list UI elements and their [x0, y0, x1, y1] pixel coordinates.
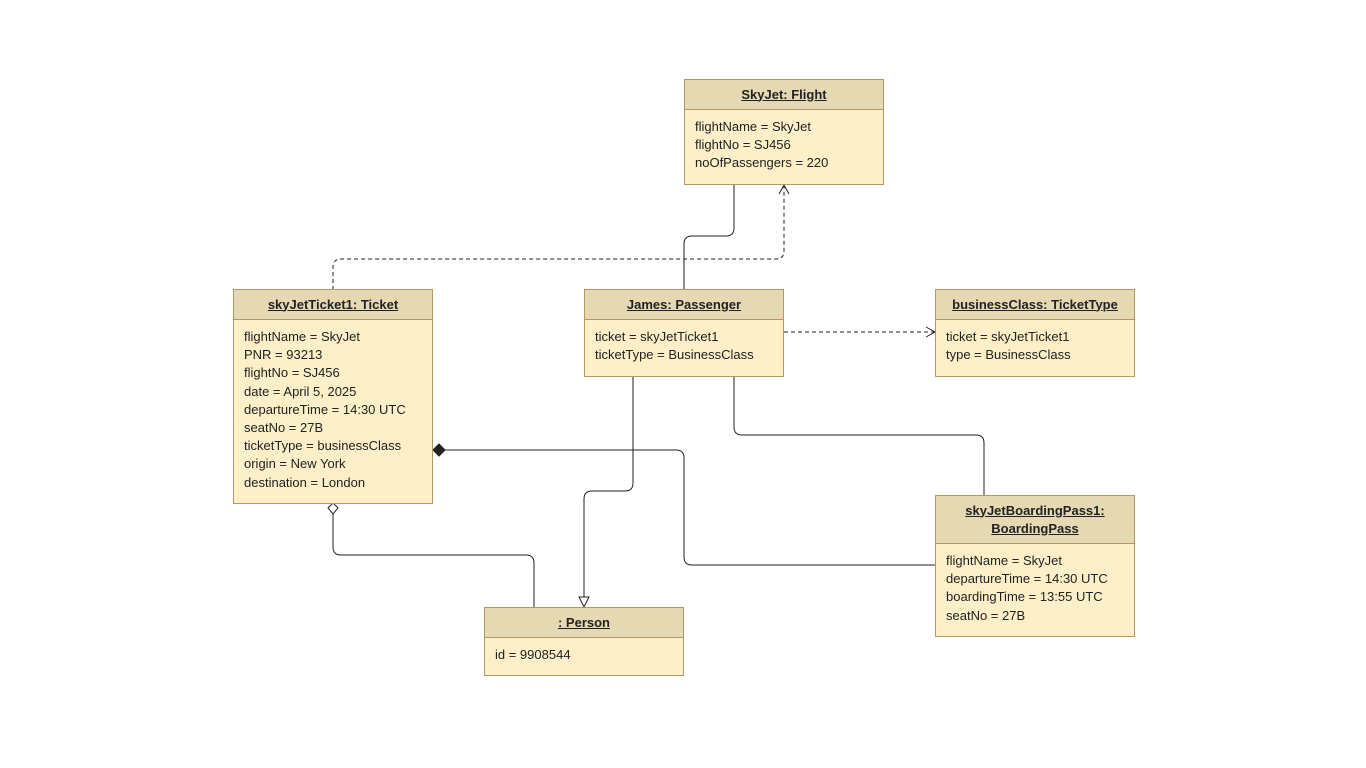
object-ticket-title: skyJetTicket1: Ticket — [267, 296, 399, 312]
attribute: flightName = SkyJet — [695, 119, 811, 134]
object-flight-attributes: flightName = SkyJet flightNo = SJ456 noO… — [685, 110, 883, 181]
attribute: seatNo = 27B — [946, 607, 1026, 623]
object-boardingpass-title-line1: skyJetBoardingPass1: — [965, 502, 1105, 518]
object-boardingpass-title-line2: BoardingPass — [991, 520, 1079, 536]
generalization-passenger-person — [583, 377, 634, 597]
generalization-arrowhead — [578, 596, 590, 609]
attribute: seatNo = 27B — [244, 420, 324, 436]
object-person-header: : Person — [485, 608, 683, 638]
attribute: noOfPassengers = 220 — [695, 155, 829, 171]
attribute: flightNo = SJ456 — [244, 365, 340, 381]
attribute: ticket = skyJetTicket1 — [595, 329, 719, 344]
attribute: boardingTime = 13:55 UTC — [946, 589, 1103, 605]
object-passenger-header: James: Passenger — [585, 290, 783, 320]
object-person[interactable]: : Person id = 9908544 — [484, 607, 684, 676]
attribute: ticket = skyJetTicket1 — [946, 329, 1070, 344]
attribute: destination = London — [244, 474, 366, 490]
attribute: departureTime = 14:30 UTC — [244, 401, 406, 417]
attribute: flightNo = SJ456 — [695, 137, 791, 153]
association-flight-passenger — [683, 185, 735, 290]
composition-diamond — [432, 443, 446, 457]
attribute: type = BusinessClass — [946, 347, 1071, 363]
object-boardingpass-attributes: flightName = SkyJet departureTime = 14:3… — [936, 544, 1134, 633]
aggregation-ticket-person — [332, 514, 535, 607]
attribute: departureTime = 14:30 UTC — [946, 571, 1108, 587]
object-passenger-title: James: Passenger — [626, 296, 742, 312]
composition-ticket-boardingpass — [445, 449, 935, 566]
object-person-title: : Person — [557, 614, 610, 630]
association-passenger-boardingpass — [733, 377, 985, 496]
attribute: flightName = SkyJet — [244, 329, 360, 344]
object-passenger[interactable]: James: Passenger ticket = skyJetTicket1 … — [584, 289, 784, 377]
object-person-attributes: id = 9908544 — [485, 638, 683, 672]
attribute: ticketType = businessClass — [244, 438, 402, 454]
dependency-ticket-flight — [332, 183, 790, 290]
object-flight-title: SkyJet: Flight — [741, 86, 827, 102]
object-ticket-attributes: flightName = SkyJet PNR = 93213 flightNo… — [234, 320, 432, 500]
attribute: date = April 5, 2025 — [244, 383, 357, 399]
object-ticket-header: skyJetTicket1: Ticket — [234, 290, 432, 320]
aggregation-diamond — [327, 502, 339, 515]
attribute: id = 9908544 — [495, 647, 571, 662]
attribute: origin = New York — [244, 456, 346, 472]
object-tickettype-title: businessClass: TicketType — [952, 296, 1118, 312]
object-passenger-attributes: ticket = skyJetTicket1 ticketType = Busi… — [585, 320, 783, 372]
object-flight[interactable]: SkyJet: Flight flightName = SkyJet fligh… — [684, 79, 884, 185]
object-flight-header: SkyJet: Flight — [685, 80, 883, 110]
object-boardingpass-header: skyJetBoardingPass1: BoardingPass — [936, 496, 1134, 544]
attribute: flightName = SkyJet — [946, 553, 1062, 568]
object-boardingpass[interactable]: skyJetBoardingPass1: BoardingPass flight… — [935, 495, 1135, 637]
attribute: ticketType = BusinessClass — [595, 347, 754, 363]
object-tickettype-attributes: ticket = skyJetTicket1 type = BusinessCl… — [936, 320, 1134, 372]
object-tickettype[interactable]: businessClass: TicketType ticket = skyJe… — [935, 289, 1135, 377]
object-tickettype-header: businessClass: TicketType — [936, 290, 1134, 320]
attribute: PNR = 93213 — [244, 347, 323, 363]
object-ticket[interactable]: skyJetTicket1: Ticket flightName = SkyJe… — [233, 289, 433, 504]
